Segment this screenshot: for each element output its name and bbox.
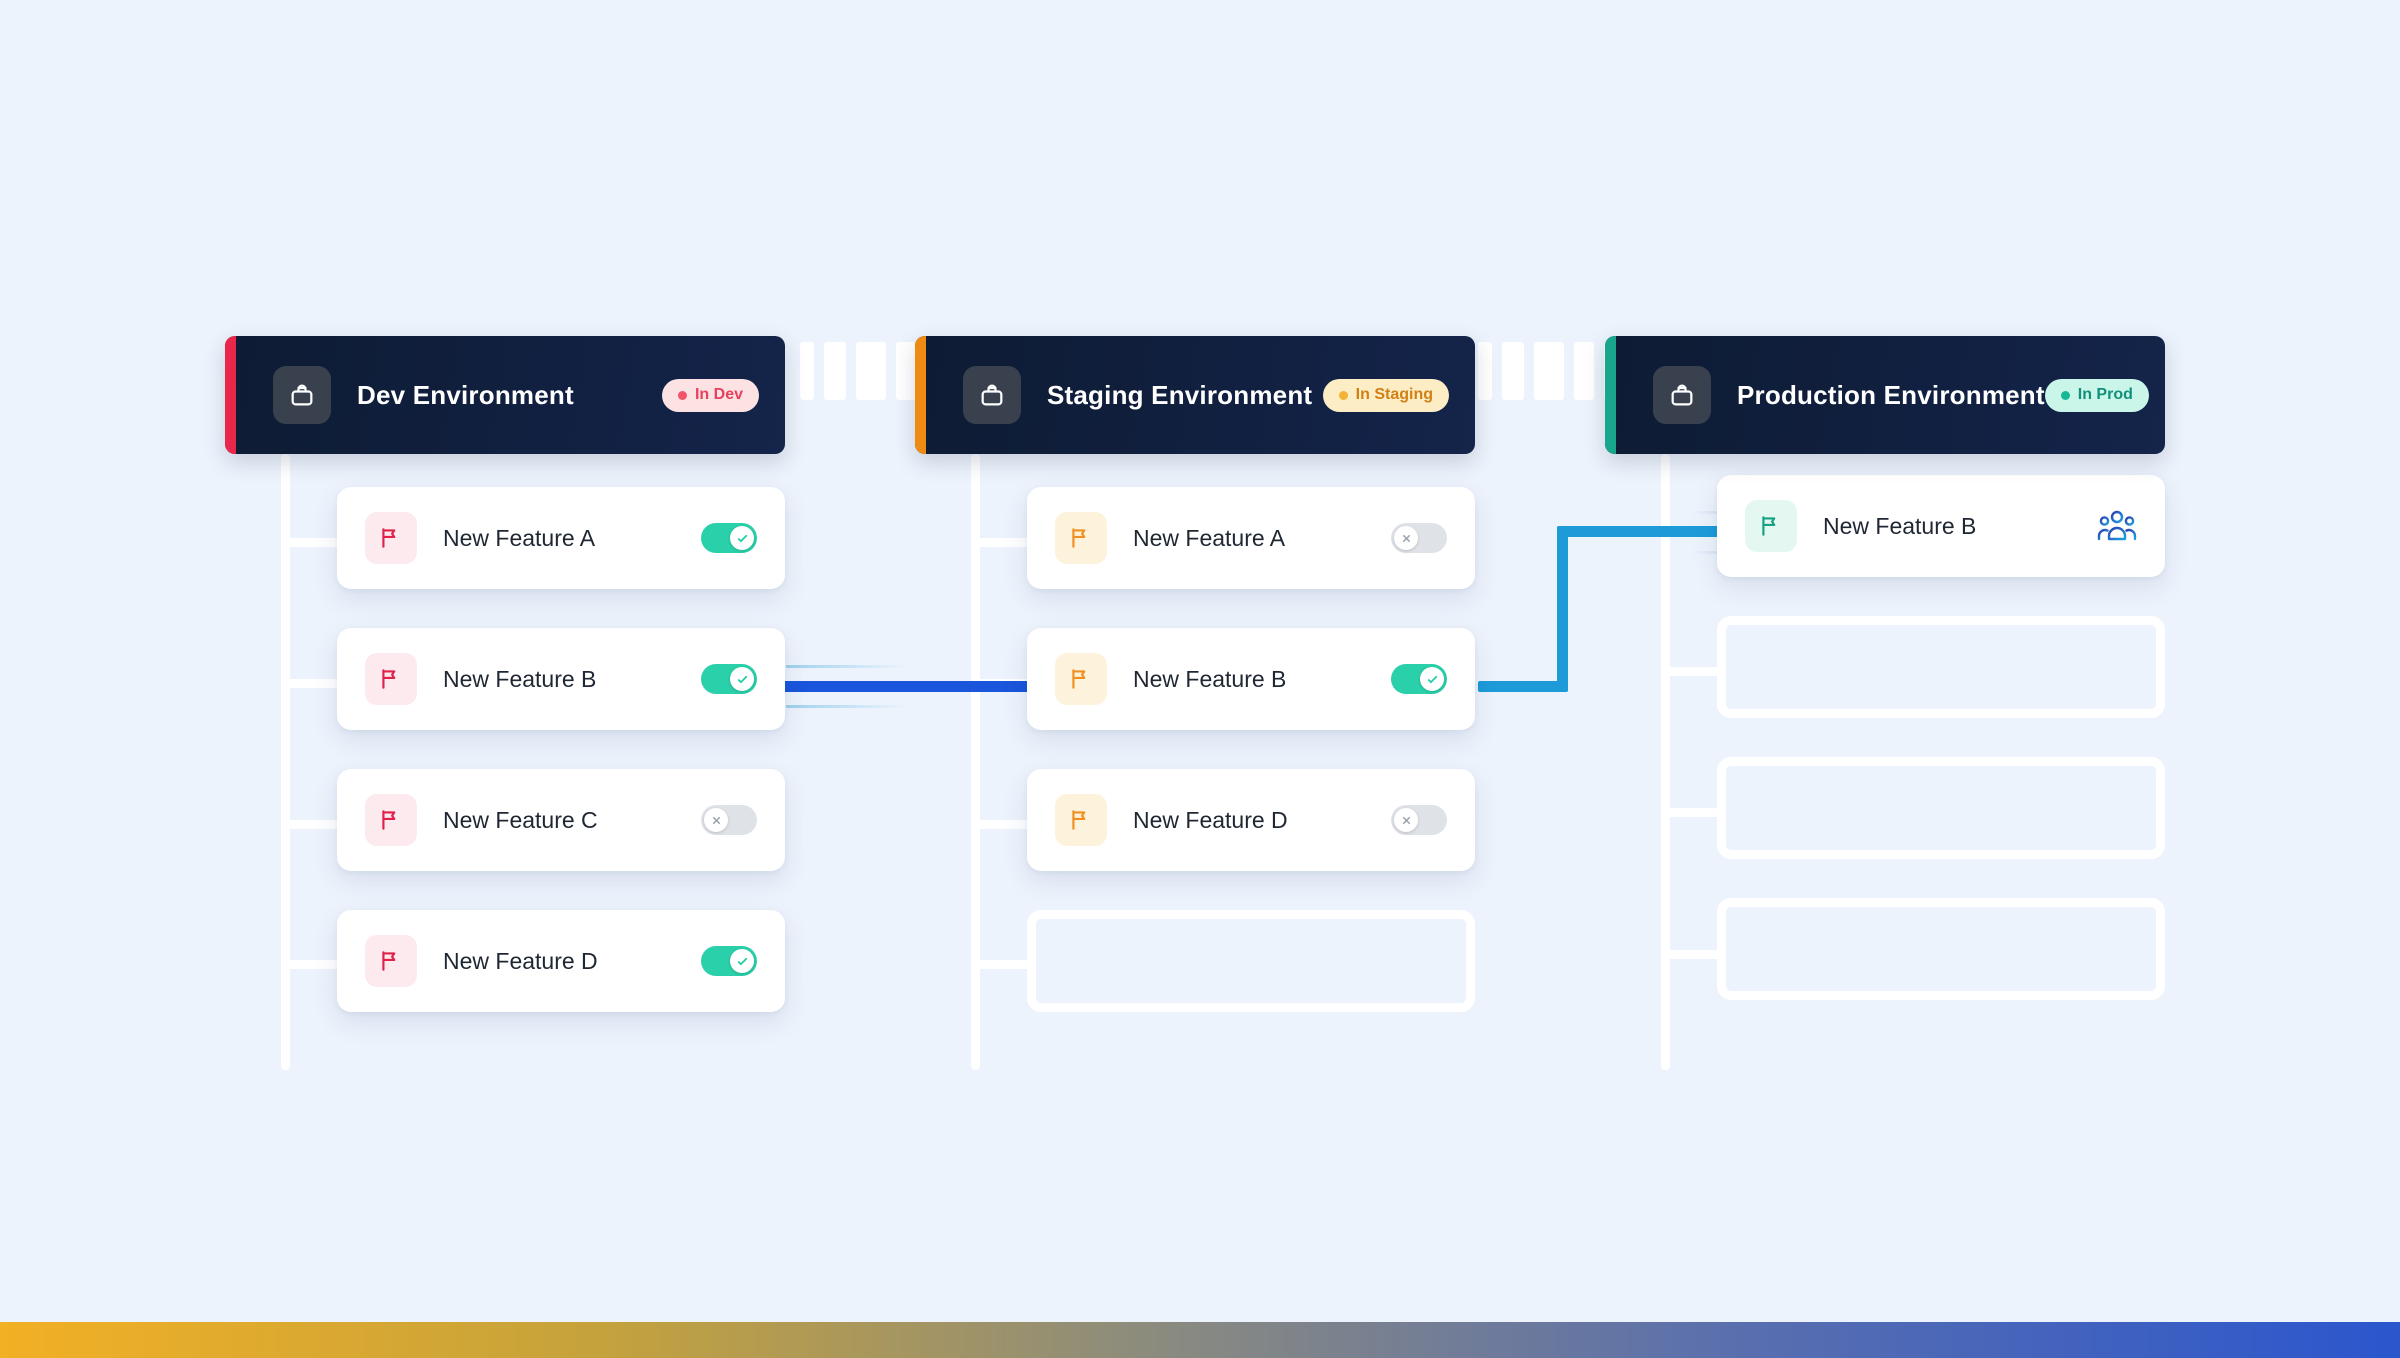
env-title-dev: Dev Environment — [357, 379, 574, 410]
status-badge-production: In Prod — [2044, 378, 2149, 412]
tree-branch-production-3 — [1661, 808, 1723, 817]
header-dash-3 — [856, 342, 886, 400]
toggle-knob — [730, 949, 754, 973]
tree-trunk-production — [1661, 454, 1670, 1070]
header-dash-2 — [824, 342, 846, 400]
header-dash-6 — [1478, 342, 1492, 400]
feature-card-staging-d[interactable]: New Feature D — [1027, 769, 1475, 871]
feature-card-dev-d[interactable]: New Feature D — [337, 910, 785, 1012]
tree-branch-staging-3 — [971, 820, 1033, 829]
feature-label: New Feature A — [443, 524, 596, 551]
tree-branch-dev-2 — [281, 679, 343, 688]
tree-branch-production-4 — [1661, 950, 1723, 959]
tree-branch-staging-4 — [971, 960, 1033, 969]
feature-card-staging-a[interactable]: New Feature A — [1027, 487, 1475, 589]
header-dash-7 — [1502, 342, 1524, 400]
env-header-production[interactable]: Production Environment In Prod — [1605, 336, 2165, 454]
package-icon — [273, 366, 331, 424]
status-badge-dev: In Dev — [661, 378, 759, 412]
feature-toggle[interactable] — [701, 946, 757, 976]
badge-dot-dev — [677, 390, 687, 400]
feature-toggle[interactable] — [1391, 805, 1447, 835]
package-icon — [963, 366, 1021, 424]
flag-icon — [365, 512, 417, 564]
header-dash-9 — [1574, 342, 1594, 400]
tree-branch-production-2 — [1661, 667, 1723, 676]
feature-toggle[interactable] — [1391, 664, 1447, 694]
feature-toggle[interactable] — [1391, 523, 1447, 553]
env-accent-dev — [225, 336, 236, 454]
feature-card-placeholder-production-1[interactable] — [1717, 616, 2165, 718]
feature-toggle[interactable] — [701, 664, 757, 694]
feature-label: New Feature D — [443, 947, 598, 974]
flag-icon — [1055, 512, 1107, 564]
tree-branch-staging-2 — [971, 679, 1033, 688]
feature-toggle[interactable] — [701, 805, 757, 835]
badge-dot-staging — [1338, 390, 1348, 400]
feature-label: New Feature B — [443, 665, 597, 692]
env-accent-production — [1605, 336, 1616, 454]
flag-icon — [1055, 653, 1107, 705]
status-badge-label-dev: In Dev — [694, 386, 743, 403]
feature-card-placeholder-production-2[interactable] — [1717, 757, 2165, 859]
flag-icon — [1055, 794, 1107, 846]
tree-branch-dev-4 — [281, 960, 343, 969]
package-icon — [1653, 366, 1711, 424]
flag-icon — [365, 935, 417, 987]
toggle-knob — [730, 667, 754, 691]
env-title-production: Production Environment — [1737, 379, 2045, 410]
toggle-knob — [1394, 526, 1418, 550]
status-badge-staging: In Staging — [1322, 378, 1449, 412]
header-dash-4 — [896, 342, 916, 400]
tree-branch-production-1 — [1661, 526, 1723, 535]
users-group-icon[interactable] — [2097, 509, 2137, 543]
header-dash-1 — [800, 342, 814, 400]
feature-label: New Feature B — [1133, 665, 1287, 692]
feature-label: New Feature A — [1133, 524, 1286, 551]
toggle-knob — [704, 808, 728, 832]
status-badge-label-production: In Prod — [2077, 386, 2133, 403]
env-title-staging: Staging Environment — [1047, 379, 1313, 410]
feature-card-placeholder-production-3[interactable] — [1717, 898, 2165, 1000]
feature-card-staging-b[interactable]: New Feature B — [1027, 628, 1475, 730]
feature-label: New Feature B — [1823, 512, 1977, 539]
env-header-staging[interactable]: Staging Environment In Staging — [915, 336, 1475, 454]
feature-label: New Feature C — [443, 806, 598, 833]
feature-card-dev-c[interactable]: New Feature C — [337, 769, 785, 871]
tree-trunk-dev — [281, 454, 290, 1070]
feature-card-placeholder-staging[interactable] — [1027, 910, 1475, 1012]
feature-toggle[interactable] — [701, 523, 757, 553]
feature-label: New Feature D — [1133, 806, 1288, 833]
toggle-knob — [1394, 808, 1418, 832]
flag-icon — [365, 653, 417, 705]
badge-dot-production — [2060, 390, 2070, 400]
tree-branch-dev-3 — [281, 820, 343, 829]
feature-card-dev-b[interactable]: New Feature B — [337, 628, 785, 730]
flag-icon — [365, 794, 417, 846]
toggle-knob — [730, 526, 754, 550]
header-dash-8 — [1534, 342, 1564, 400]
env-header-dev[interactable]: Dev Environment In Dev — [225, 336, 785, 454]
feature-card-dev-a[interactable]: New Feature A — [337, 487, 785, 589]
tree-branch-staging-1 — [971, 538, 1033, 547]
toggle-knob — [1420, 667, 1444, 691]
feature-card-production-b[interactable]: New Feature B — [1717, 475, 2165, 577]
tree-trunk-staging — [971, 454, 980, 1070]
status-badge-label-staging: In Staging — [1355, 386, 1433, 403]
env-accent-staging — [915, 336, 926, 454]
tree-branch-dev-1 — [281, 538, 343, 547]
bottom-gradient-bar — [0, 1322, 2400, 1358]
flag-icon — [1745, 500, 1797, 552]
